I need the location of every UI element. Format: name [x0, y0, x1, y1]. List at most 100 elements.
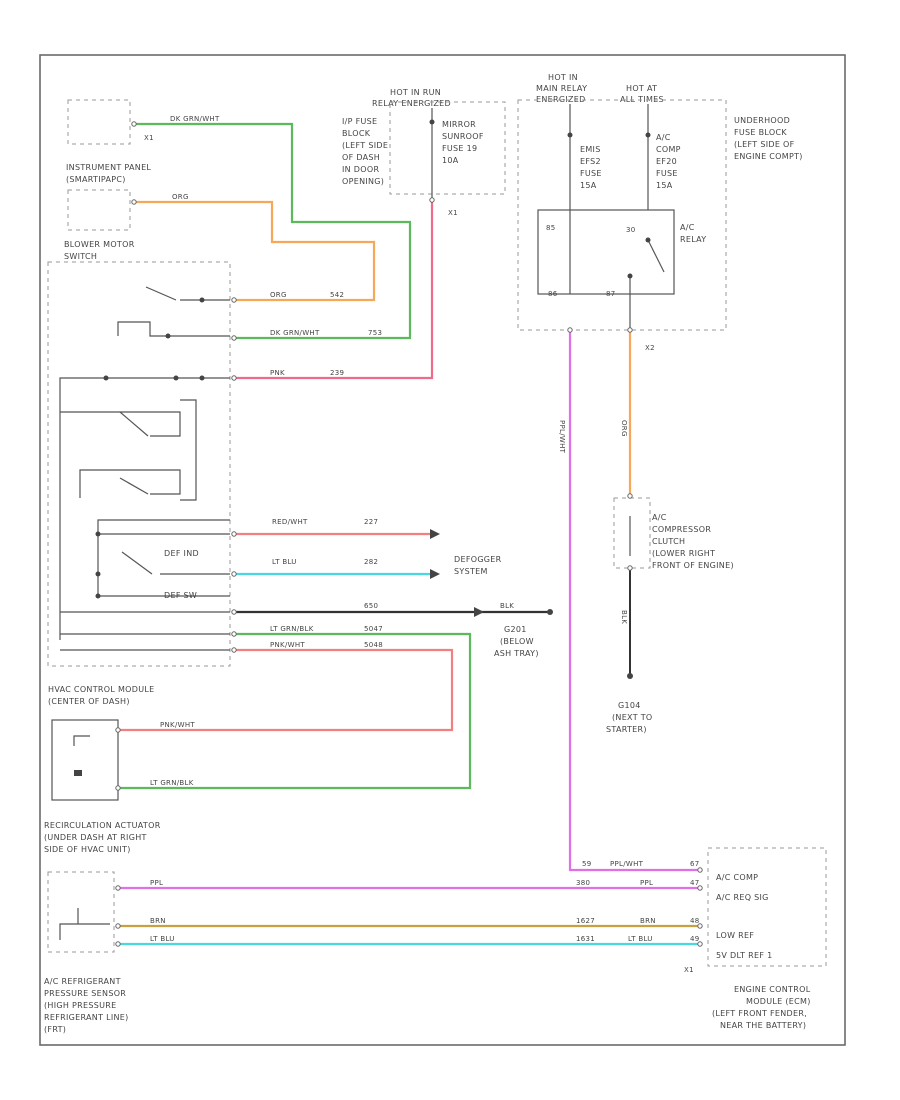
hot-at-all-label-1: HOT AT	[626, 84, 657, 93]
module-bus-node-2	[173, 375, 179, 381]
blower-motor-label-2: SWITCH	[64, 252, 97, 261]
g201-label-3: ASH TRAY)	[494, 649, 539, 658]
svg-text:COMPRESSOR: COMPRESSOR	[652, 525, 711, 534]
svg-text:FUSE 19: FUSE 19	[442, 144, 477, 153]
svg-text:COMP: COMP	[656, 145, 681, 154]
ip-fuse-block-label: I/P FUSE BLOCK (LEFT SIDE OF DASH IN DOO…	[342, 117, 388, 186]
wire-ppl-circuit2: 380	[576, 879, 590, 887]
pressure-sensor-label: A/C REFRIGERANT PRESSURE SENSOR (HIGH PR…	[44, 977, 128, 1034]
wire-red-wht-label: RED/WHT	[272, 518, 308, 526]
svg-text:15A: 15A	[656, 181, 673, 190]
wire-pnk-label: PNK	[270, 369, 285, 377]
recirc-label-3: SIDE OF HVAC UNIT)	[44, 845, 131, 854]
svg-text:BLOCK: BLOCK	[342, 129, 371, 138]
hot-in-run-label-2: RELAY ENERGIZED	[372, 99, 451, 108]
ip-fuse-block-box	[389, 101, 506, 195]
svg-text:A/C: A/C	[680, 223, 695, 232]
wire-org-circuit: 542	[330, 291, 344, 299]
svg-text:(LOWER RIGHT: (LOWER RIGHT	[652, 549, 715, 558]
wire-org-compressor-label: ORG	[620, 420, 628, 437]
svg-text:NEAR THE BATTERY): NEAR THE BATTERY)	[720, 1021, 806, 1030]
svg-text:FRONT OF ENGINE): FRONT OF ENGINE)	[652, 561, 734, 570]
g104-label-3: STARTER)	[606, 725, 647, 734]
g201-label-1: G201	[504, 625, 527, 634]
svg-text:EFS2: EFS2	[580, 157, 601, 166]
underhood-fuse-box	[517, 99, 727, 331]
g104-ground	[627, 673, 633, 679]
svg-text:(LEFT SIDE: (LEFT SIDE	[342, 141, 388, 150]
blower-ground-path	[117, 321, 230, 337]
instrument-panel-label-2: (SMARTIPAPC)	[66, 175, 126, 184]
wire-lt-grn-blk-label: LT GRN/BLK	[270, 625, 314, 633]
ecm-connector-ref: X1	[684, 966, 694, 974]
ecm-pin-47: 47	[690, 879, 700, 887]
wire-dk-grn-wht-top	[134, 122, 412, 340]
svg-text:A/C: A/C	[652, 513, 667, 522]
emis-fuse-label: EMIS EFS2 FUSE 15A	[580, 145, 602, 190]
wire-lt-blu-bottom-label: LT BLU	[150, 935, 175, 943]
mirror-fuse-label: MIRROR SUNROOF FUSE 19 10A	[442, 120, 484, 165]
ecm-pin-label-2: A/C REQ SIG	[716, 893, 769, 902]
recirc-motor-icon	[73, 735, 90, 746]
module-bus-node-1	[103, 375, 109, 381]
svg-text:IN DOOR: IN DOOR	[342, 165, 379, 174]
svg-text:OPENING): OPENING)	[342, 177, 384, 186]
blower-ground-node	[165, 333, 171, 339]
ecm-pin-49: 49	[690, 935, 700, 943]
ecm-pin-label-4: 5V DLT REF 1	[716, 951, 773, 960]
wire-dk-grn-wht-top-label: DK GRN/WHT	[170, 115, 220, 123]
svg-text:FUSE: FUSE	[656, 169, 678, 178]
svg-text:15A: 15A	[580, 181, 597, 190]
emis-node	[567, 132, 573, 138]
ecm-pin-label-3: LOW REF	[716, 931, 754, 940]
relay-pivot	[645, 237, 651, 243]
instrument-panel-top-box	[67, 99, 131, 145]
svg-text:(FRT): (FRT)	[44, 1025, 66, 1034]
relay-switch-arm	[647, 239, 665, 273]
svg-text:MODULE (ECM): MODULE (ECM)	[746, 997, 811, 1006]
wire-org-label: ORG	[172, 193, 189, 201]
relay-pin-86: 86	[548, 290, 558, 298]
ecm-pin-label-1: A/C COMP	[716, 873, 758, 882]
wire-red-wht-circuit: 227	[364, 518, 378, 526]
wire-pnk-wht-circuit: 5048	[364, 641, 383, 649]
compressor-clutch-box	[613, 497, 651, 569]
mirror-fuse-node	[429, 119, 435, 125]
svg-text:EMIS: EMIS	[580, 145, 601, 154]
wire-lt-grn-blk-circuit: 5047	[364, 625, 383, 633]
wire-lt-blu-bottom-circuit: 1631	[576, 935, 595, 943]
module-switch-3	[121, 551, 153, 575]
module-switch-1	[119, 411, 149, 437]
wire-org	[134, 200, 376, 302]
arrow-red-wht	[430, 529, 440, 539]
module-path-4	[97, 519, 230, 596]
wire-lt-grn-blk	[118, 632, 472, 790]
wire-brn-label-2: BRN	[640, 917, 656, 925]
module-node-a	[95, 531, 101, 537]
diagram-border	[39, 54, 846, 1046]
ac-relay-label: A/C RELAY	[680, 223, 706, 244]
ecm-box	[707, 847, 827, 967]
underhood-connector-ref: X2	[645, 344, 655, 352]
svg-text:A/C: A/C	[656, 133, 671, 142]
blower-switch-node	[199, 297, 205, 303]
instrument-panel-label-1: INSTRUMENT PANEL	[66, 163, 151, 172]
wire-brn-circuit: 1627	[576, 917, 595, 925]
ecm-pin-67: 67	[690, 860, 700, 868]
module-switch-2	[119, 477, 149, 495]
defogger-label-1: DEFOGGER	[454, 555, 502, 564]
pressure-sensor-icon	[59, 908, 110, 940]
svg-text:(LEFT SIDE OF: (LEFT SIDE OF	[734, 140, 795, 149]
svg-text:(HIGH PRESSURE: (HIGH PRESSURE	[44, 1001, 117, 1010]
def-sw-label: DEF SW	[164, 591, 197, 600]
ecm-pin-48: 48	[690, 917, 700, 925]
wire-ppl-wht	[568, 330, 700, 872]
g201-ground	[547, 609, 553, 615]
wire-brn-label: BRN	[150, 917, 166, 925]
wire-blk-circuit: 650	[364, 602, 378, 610]
relay-pin-85: 85	[546, 224, 556, 232]
svg-text:FUSE: FUSE	[580, 169, 602, 178]
wire-pnk-wht-label-2: PNK/WHT	[160, 721, 195, 729]
wire-lt-blu-bottom-label-2: LT BLU	[628, 935, 653, 943]
